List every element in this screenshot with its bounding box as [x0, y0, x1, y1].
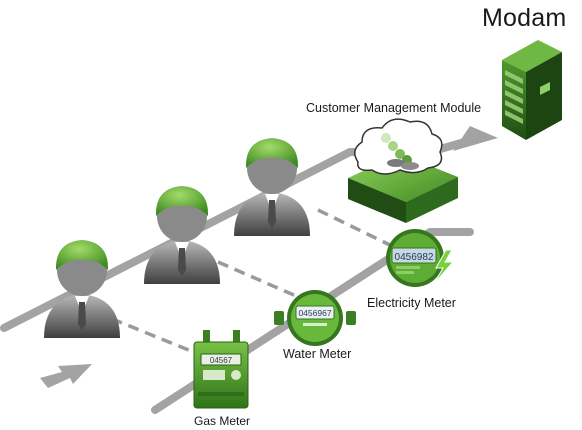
- water-meter-icon: 0456967: [274, 290, 356, 346]
- water-meter-readout: 0456967: [298, 308, 331, 318]
- entry-arrow: [40, 364, 92, 388]
- gas-meter-readout: 04567: [210, 356, 233, 365]
- lightning-bolt-icon: [433, 249, 455, 285]
- electricity-meter-icon: 0456982: [386, 229, 455, 287]
- user-group-icon: [381, 133, 419, 170]
- customer-management-module: [348, 118, 458, 223]
- electricity-meter-readout: 0456982: [395, 252, 434, 263]
- electricity-meter-label: Electricity Meter: [367, 296, 456, 310]
- cloud-icon: [354, 118, 443, 175]
- upper-path-arrowhead: [453, 126, 498, 151]
- diagram-title: Modam: [482, 4, 567, 32]
- customer-icon: [144, 186, 220, 284]
- customer-icon: [234, 138, 310, 236]
- customer-icon: [44, 240, 120, 338]
- water-meter-label: Water Meter: [283, 347, 352, 361]
- customer-management-module-label: Customer Management Module: [306, 101, 482, 115]
- gas-meter-label: Gas Meter: [194, 414, 251, 428]
- server-rack-icon: [502, 40, 562, 140]
- gas-meter-icon: 04567: [193, 330, 249, 409]
